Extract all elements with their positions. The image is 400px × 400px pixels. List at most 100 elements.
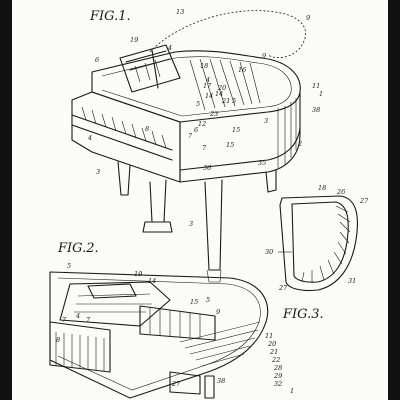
ref-17: 17 (203, 82, 212, 90)
ref-15b: 15 (232, 126, 240, 134)
ref2-1: 1 (290, 387, 294, 395)
lid-prop (151, 49, 159, 89)
ref-23: 23 (209, 110, 218, 118)
fig2-keyboard (49, 321, 111, 373)
ref-3b: 3 (189, 220, 193, 228)
keyboard-front (71, 91, 181, 183)
key-slip (71, 114, 173, 161)
fig2-action-block (139, 305, 216, 341)
fig2-desk (87, 283, 137, 299)
ref3-27a: 27 (359, 197, 369, 205)
fig2-sectioned-piano (49, 271, 269, 399)
ref3-27b: 27 (278, 284, 288, 292)
fig1-grand-piano (71, 10, 306, 283)
ref2-5b: 5 (206, 296, 210, 304)
ref-12: 12 (198, 120, 206, 128)
ref-7: 7 (202, 144, 207, 152)
ref-1: 1 (319, 90, 323, 98)
fig2-base (169, 371, 201, 395)
fig3-outline (279, 195, 358, 292)
fig2-plate-ruling (74, 293, 152, 313)
fig3-label: FIG.3. (282, 307, 324, 322)
ref-18: 18 (200, 62, 208, 70)
fig1-label: FIG.1. (89, 9, 131, 24)
lid-dashed-outline (149, 10, 306, 59)
ref2-9: 9 (216, 308, 220, 316)
ref2-32: 32 (274, 380, 282, 388)
ref-14b: 14 (215, 90, 223, 98)
ref2-28: 28 (273, 364, 282, 372)
ref2-14: 14 (148, 277, 156, 285)
ref-5b: 5 (196, 100, 200, 108)
ref-9b: 9 (262, 52, 266, 60)
ref-6: 6 (95, 56, 99, 64)
ref2-15: 15 (190, 298, 198, 306)
ref2-20: 20 (267, 340, 276, 348)
fig2-keys (55, 332, 105, 371)
music-stand (119, 44, 181, 93)
pedals (142, 221, 173, 233)
music-stand-ruling (134, 59, 161, 83)
frame-right (388, 0, 400, 400)
front-left-leg (117, 161, 131, 196)
ref3-30: 30 (265, 248, 273, 256)
ref-14: 14 (205, 92, 213, 100)
fig2-inner-shell (57, 277, 261, 391)
ref3-31: 31 (348, 277, 356, 285)
fig3-hatching (301, 205, 351, 283)
ref2-19: 19 (134, 270, 142, 278)
case-side (179, 91, 301, 183)
rear-leg-caster (206, 269, 222, 283)
fig3-ref-numerals: 18 26 27 30 27 31 (265, 184, 369, 292)
ref-15: 15 (226, 141, 234, 149)
ref2-27: 27 (171, 380, 181, 388)
ref2-4: 4 (75, 312, 80, 320)
ref-2: 2 (297, 140, 302, 148)
pedal-lyre (149, 179, 167, 223)
ref-13: 13 (176, 8, 184, 16)
fig2-strings (179, 321, 261, 367)
front-right-leg (265, 169, 277, 193)
case-top (91, 50, 301, 123)
fig2-action-lines (149, 308, 201, 339)
ref2-8: 8 (56, 336, 60, 344)
ref-5: 5 (232, 97, 236, 105)
ref-20: 20 (217, 84, 226, 92)
frame-left (0, 0, 12, 400)
ref-8: 8 (145, 125, 149, 133)
ref2-7a: 7 (62, 316, 67, 324)
ref2-21: 21 (269, 348, 278, 356)
ref-11: 11 (312, 82, 320, 90)
ref2-11: 11 (265, 332, 273, 340)
ref-3a: 3 (96, 168, 100, 176)
ref2-38: 38 (217, 377, 225, 385)
ref-3c: 3 (264, 117, 268, 125)
ref-9a: 9 (306, 14, 310, 22)
fig2-label: FIG.2. (57, 241, 99, 256)
rear-leg (204, 179, 223, 271)
string-lines (189, 58, 261, 111)
ref-4a: 4 (167, 44, 172, 52)
fig3-inner-wall (291, 201, 349, 283)
case-side-ribs (277, 98, 297, 168)
fig2-top-shell (49, 271, 269, 399)
ref2-29: 29 (273, 372, 282, 380)
ref-38: 38 (312, 106, 320, 114)
ref-4b: 4 (87, 134, 92, 142)
fig2-plate (59, 281, 171, 327)
ref2-7b: 7 (86, 316, 91, 324)
fig3-case-section (278, 195, 358, 292)
ref-4c: 4 (205, 76, 210, 84)
ref-36: 36 (203, 164, 211, 172)
keys (81, 106, 167, 149)
ref-35: 35 (258, 159, 266, 167)
ref-21: 21 (221, 97, 230, 105)
ref-7b: 7 (188, 132, 193, 140)
ref3-18: 18 (318, 184, 326, 192)
ref3-26: 26 (336, 188, 345, 196)
ref-6b: 6 (194, 126, 198, 134)
case-bottom-rim (179, 127, 301, 171)
ref-19: 19 (130, 36, 138, 44)
